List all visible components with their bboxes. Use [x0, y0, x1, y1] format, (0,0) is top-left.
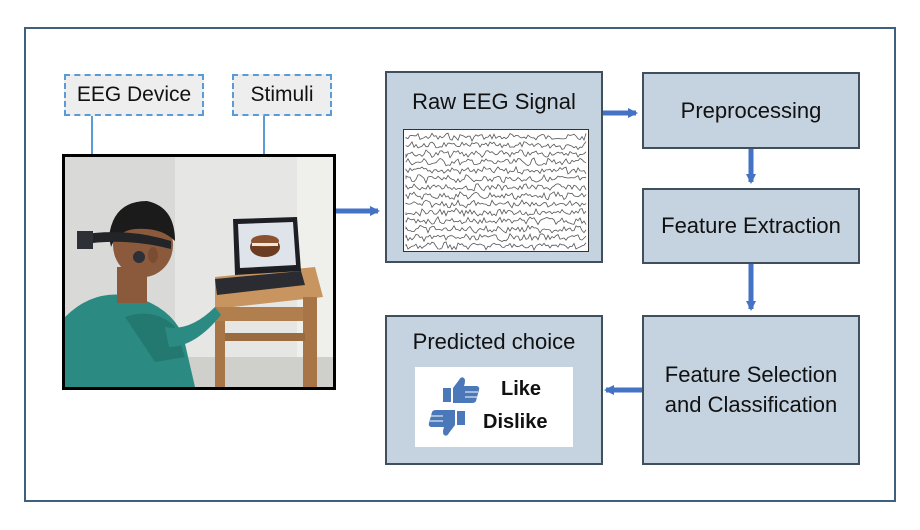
eeg-waveform [405, 132, 587, 251]
choice-panel: Like Dislike [415, 367, 573, 447]
dislike-row: Dislike [415, 409, 573, 439]
predicted-choice-box: Predicted choice Like [385, 315, 603, 465]
eeg-waveform-panel [403, 129, 589, 252]
feature-selection-label-line2: and Classification [664, 392, 838, 417]
eeg-trace [405, 199, 587, 209]
like-row: Like [415, 376, 573, 406]
eeg-trace [405, 174, 587, 185]
stimuli-label-box: Stimuli [232, 74, 332, 116]
eeg-trace [405, 132, 587, 142]
eeg-trace [405, 207, 587, 218]
preprocessing-label: Preprocessing [680, 97, 822, 123]
feature-selection-box: Feature Selection and Classification [642, 315, 860, 465]
eeg-trace [405, 157, 587, 167]
eeg-trace [405, 149, 587, 159]
predicted-choice-title: Predicted choice [412, 329, 576, 354]
eeg-trace [405, 241, 587, 251]
feature-extraction-box: Feature Extraction [642, 188, 860, 264]
eeg-device-label: EEG Device [76, 83, 192, 106]
feature-selection-label-line1: Feature Selection [664, 362, 838, 387]
preprocessing-box: Preprocessing [642, 72, 860, 149]
eeg-trace [405, 183, 587, 192]
thumbs-down-icon [427, 409, 467, 437]
thumbs-up-icon [441, 376, 481, 404]
feature-extraction-label: Feature Extraction [661, 213, 841, 238]
raw-eeg-signal-title: Raw EEG Signal [412, 89, 576, 114]
eeg-trace [405, 165, 587, 175]
experiment-photo [62, 154, 336, 390]
stimuli-label: Stimuli [250, 83, 314, 106]
eeg-trace [405, 215, 587, 226]
raw-eeg-signal-box: Raw EEG Signal [385, 71, 603, 263]
eeg-trace [405, 191, 587, 201]
eeg-trace [405, 224, 587, 234]
eeg-device-label-box: EEG Device [64, 74, 204, 116]
eeg-trace [405, 232, 587, 243]
eeg-trace [405, 141, 587, 151]
like-label: Like [501, 378, 542, 400]
dislike-label: Dislike [483, 411, 548, 433]
